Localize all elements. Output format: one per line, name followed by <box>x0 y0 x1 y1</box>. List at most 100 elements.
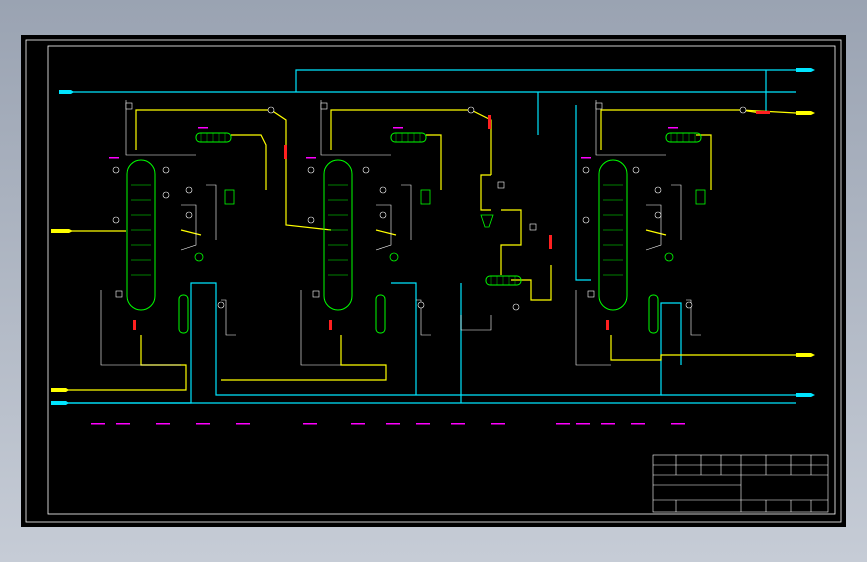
pump-3 <box>664 252 674 262</box>
instrument-bubble <box>185 186 193 194</box>
tag-mark <box>351 423 365 425</box>
tag-mark <box>671 423 685 425</box>
valve <box>329 320 332 330</box>
stream-arrows <box>51 68 815 405</box>
pumps <box>194 252 674 262</box>
instrument-bubble <box>739 106 747 114</box>
stream-arrow-top-out-1 <box>796 68 815 72</box>
reboiler-2 <box>375 294 386 334</box>
instrument-bubble <box>307 166 315 174</box>
instrument-box <box>320 102 328 110</box>
reboiler-3 <box>648 294 659 334</box>
tag-mark <box>306 157 316 159</box>
instrument-box <box>529 223 537 231</box>
tag-mark <box>601 423 615 425</box>
instrument-box <box>587 290 595 298</box>
instrument-bubble <box>267 106 275 114</box>
tag-mark <box>576 423 590 425</box>
instrument-bubble <box>467 106 475 114</box>
instrument-bubble <box>654 186 662 194</box>
pump-2 <box>389 252 399 262</box>
pump-1 <box>194 252 204 262</box>
valve <box>133 320 136 330</box>
control-valves <box>133 111 770 330</box>
stream-arrow-feed <box>51 229 73 233</box>
instrument-bubble <box>307 216 315 224</box>
condensers <box>195 132 702 286</box>
tag-mark <box>668 127 678 129</box>
instrument-bubble <box>582 216 590 224</box>
inner-border <box>47 45 836 515</box>
instrument-bubble <box>362 166 370 174</box>
column-1 <box>126 159 156 311</box>
reflux-drums <box>224 189 706 228</box>
separator-mid <box>480 214 494 228</box>
instrument-box <box>497 181 505 189</box>
condenser-hatch <box>200 133 696 285</box>
instrument-box <box>312 290 320 298</box>
drum-2 <box>420 189 431 205</box>
process-lines <box>59 109 797 391</box>
instrument-squares <box>115 102 603 298</box>
stream-arrow-top-in <box>59 90 74 94</box>
column-3 <box>598 159 628 311</box>
instrument-bubble <box>417 301 425 309</box>
instrument-bubble <box>654 211 662 219</box>
condenser-2 <box>390 132 427 143</box>
tag-mark <box>156 423 170 425</box>
condenser-1 <box>195 132 232 143</box>
valve <box>606 320 609 330</box>
tag-mark <box>198 127 208 129</box>
tag-mark <box>556 423 570 425</box>
stream-arrow-bottom-out-2 <box>796 393 815 397</box>
instrument-bubble <box>217 301 225 309</box>
tag-mark <box>631 423 645 425</box>
tag-mark <box>196 423 210 425</box>
stream-arrow-bottom-out-1 <box>796 353 815 357</box>
tag-mark <box>491 423 505 425</box>
tag-mark <box>393 127 403 129</box>
valve <box>756 111 770 114</box>
instrument-bubble <box>379 211 387 219</box>
title-block <box>652 454 829 513</box>
drawing-sheet <box>21 35 846 527</box>
tag-mark <box>581 157 591 159</box>
utility-lines <box>59 69 796 404</box>
tag-mark <box>236 423 250 425</box>
valve <box>284 145 287 159</box>
tag-mark <box>91 423 105 425</box>
condenser-3 <box>665 132 702 143</box>
stream-arrow-bottom-left-2 <box>51 401 69 405</box>
drum-3 <box>695 189 706 205</box>
tag-mark <box>109 157 119 159</box>
column-trays <box>131 184 623 276</box>
tag-mark <box>386 423 400 425</box>
stream-arrow-bottom-left-1 <box>51 388 69 392</box>
instrument-bubble <box>632 166 640 174</box>
instrument-box <box>115 290 123 298</box>
instrument-bubble <box>685 301 693 309</box>
instrument-bubble <box>162 166 170 174</box>
tag-mark <box>416 423 430 425</box>
pid-diagram <box>25 39 842 523</box>
column-2 <box>323 159 353 311</box>
instrument-bubble <box>582 166 590 174</box>
instrument-bubbles <box>112 106 747 311</box>
instrument-bubble <box>162 191 170 199</box>
stream-arrows-process <box>51 111 815 392</box>
instrument-bubble <box>112 166 120 174</box>
reboiler-1 <box>178 294 189 334</box>
instrument-bubble <box>185 211 193 219</box>
instrument-box <box>125 102 133 110</box>
tag-mark <box>303 423 317 425</box>
instrument-bubble <box>379 186 387 194</box>
stream-arrow-top-out-2 <box>796 111 815 115</box>
instrument-box <box>595 102 603 110</box>
outer-border <box>25 39 842 523</box>
distillation-columns <box>126 159 628 311</box>
tag-mark <box>451 423 465 425</box>
instrument-bubble <box>512 303 520 311</box>
reboilers <box>178 294 659 334</box>
equipment-tag-marks <box>91 127 685 425</box>
valve <box>488 115 491 129</box>
